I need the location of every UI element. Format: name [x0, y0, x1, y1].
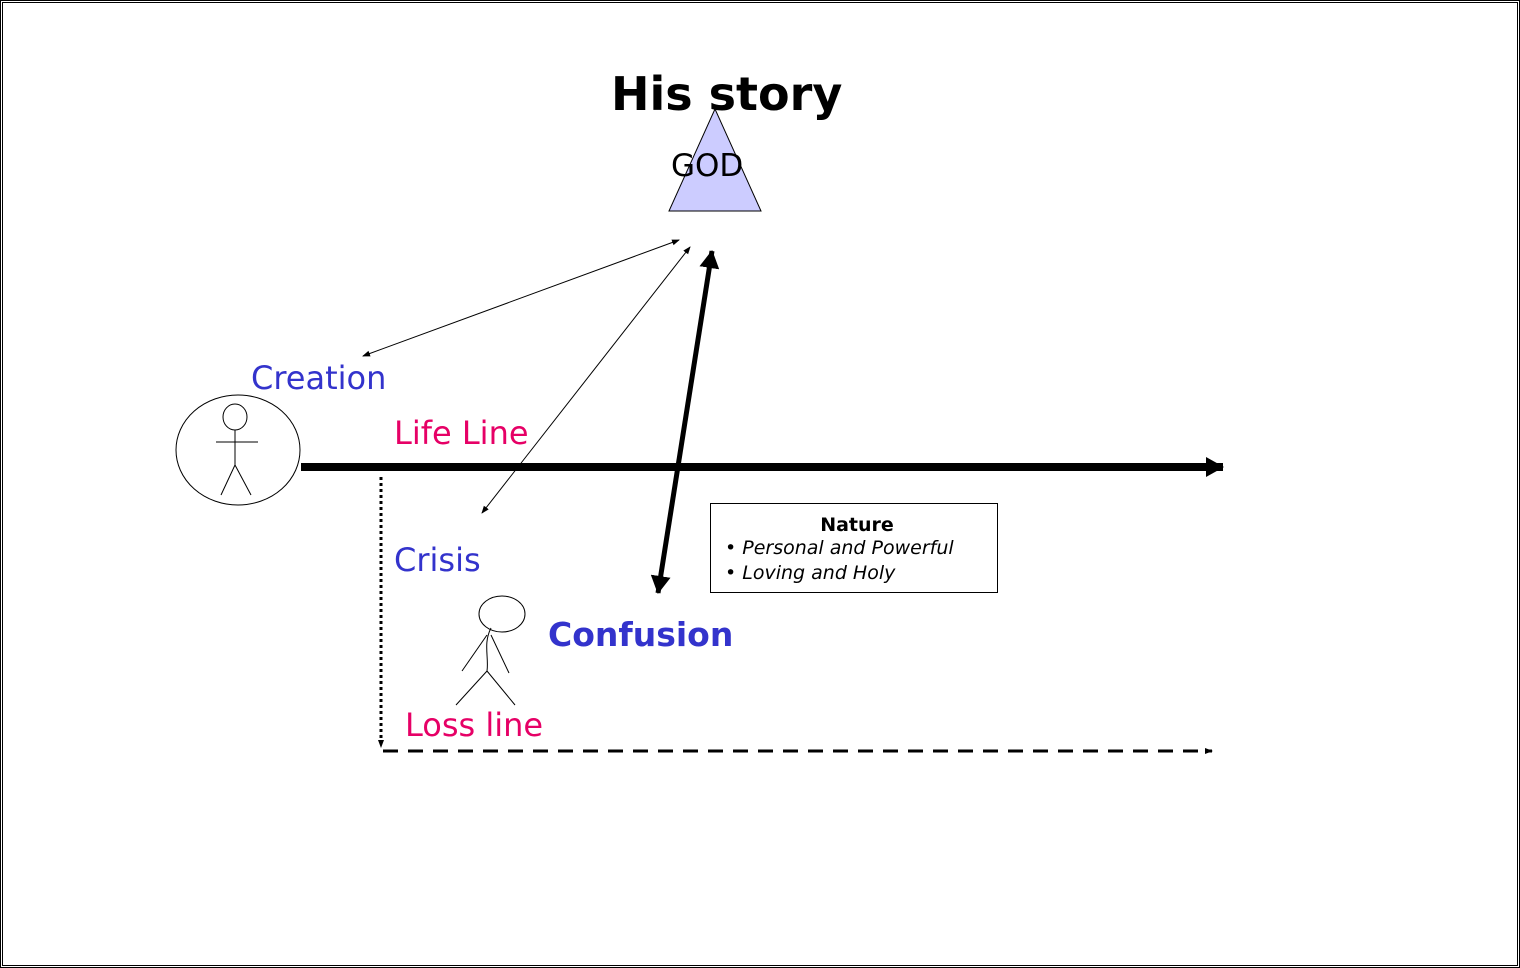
- bullet: •: [725, 537, 737, 559]
- bullet: •: [725, 562, 737, 584]
- crisis-god-arrow: [481, 246, 691, 514]
- creation-person-icon: [175, 394, 301, 506]
- crisis-label: Crisis: [394, 541, 481, 579]
- nature-item: • Loving and Holy: [725, 561, 989, 586]
- creation-god-arrow: [362, 239, 680, 357]
- diagram-title: His story: [611, 67, 843, 121]
- life-line-label: Life Line: [394, 414, 529, 452]
- nature-box: Nature • Personal and Powerful • Loving …: [710, 503, 998, 593]
- confusion-god-arrow: [650, 250, 720, 594]
- nature-item: • Personal and Powerful: [725, 536, 989, 561]
- nature-title: Nature: [820, 514, 894, 536]
- loss-line-label: Loss line: [405, 706, 544, 744]
- diagram-drawing: [175, 107, 1224, 754]
- god-triangle: [668, 107, 762, 212]
- god-label: GOD: [671, 148, 744, 184]
- creation-label: Creation: [251, 359, 387, 397]
- nature-item-text: Loving and Holy: [742, 562, 896, 584]
- nature-item-text: Personal and Powerful: [742, 537, 954, 559]
- confusion-label: Confusion: [548, 615, 734, 654]
- confused-person-icon: [455, 595, 526, 706]
